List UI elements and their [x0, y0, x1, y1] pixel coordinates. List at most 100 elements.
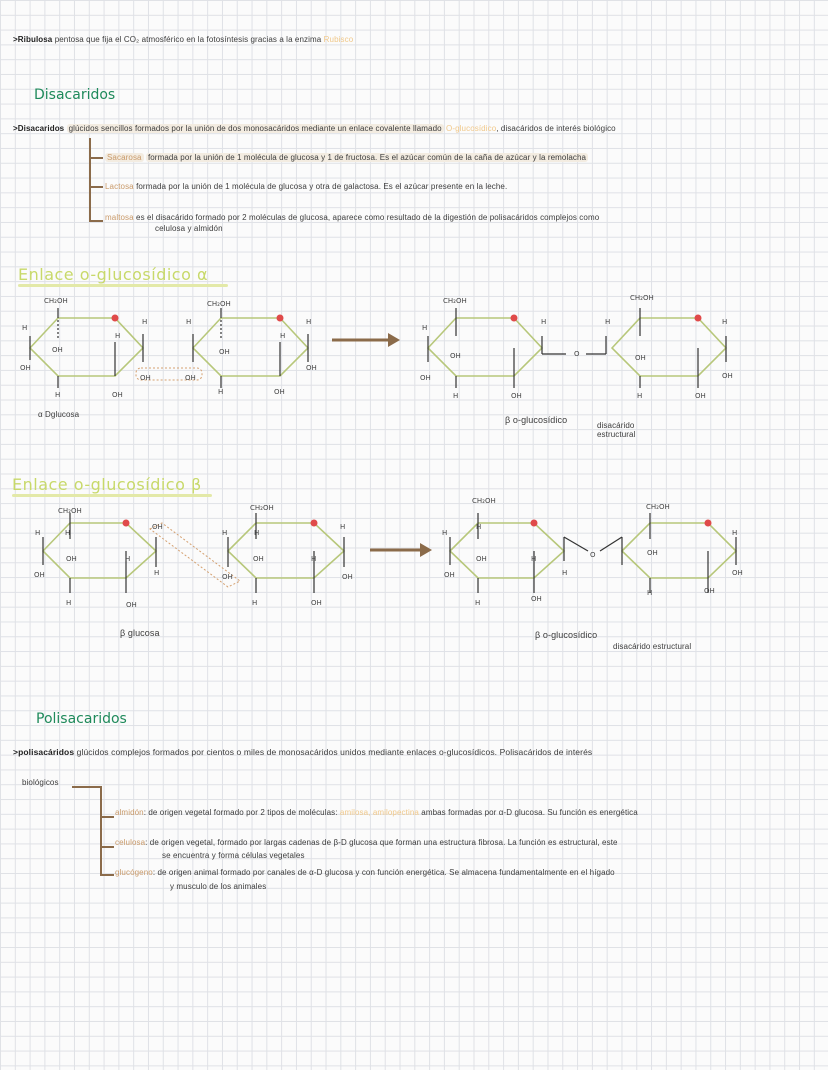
polisacarido-name: celulosa	[115, 838, 146, 847]
disacarido-text: formada por la unión de 1 molécula de gl…	[136, 182, 508, 191]
alpha-ring-2	[191, 317, 310, 377]
svg-text:OH: OH	[66, 555, 77, 563]
svg-text:H: H	[637, 392, 642, 400]
svg-text:H: H	[422, 324, 427, 332]
svg-text:H: H	[562, 569, 567, 577]
svg-text:OH: OH	[444, 571, 455, 579]
alpha-caption-left: α Dglucosa	[38, 410, 80, 419]
polisacarido-item-almidon: almidón: de origen vegetal formado por 2…	[115, 808, 638, 817]
svg-text:CH₂OH: CH₂OH	[250, 504, 274, 512]
polisacaridos-bracket	[100, 786, 102, 876]
polisacaridos-heading: Polisacaridos	[36, 711, 127, 727]
svg-text:OH: OH	[20, 364, 31, 372]
disacarido-text: es el disacárido formado por 2 moléculas…	[136, 213, 600, 222]
svg-text:OH: OH	[635, 354, 646, 362]
disacarido-name: Sacarosa	[105, 153, 144, 162]
disacarido-item-maltosa: maltosa es el disacárido formado por 2 m…	[105, 213, 599, 222]
polisacarido-extra: amilosa, amilopectina	[339, 808, 419, 817]
polisacarido-item-celulosa-cont: se encuentra y forma células vegetales	[162, 851, 305, 860]
svg-text:OH: OH	[274, 388, 285, 396]
svg-text:OH: OH	[722, 372, 733, 380]
svg-text:OH: OH	[647, 549, 658, 557]
disacarido-item-lactosa: Lactosa formada por la unión de 1 molécu…	[105, 182, 507, 191]
polisacaridos-intro-text: glúcidos complejos formados por cientos …	[76, 747, 593, 757]
svg-text:CH₂OH: CH₂OH	[472, 497, 496, 505]
beta-ring-3	[448, 522, 566, 579]
polisacarido-text-end: ambas formadas por α-D glucosa. Su funci…	[421, 808, 638, 817]
svg-text:H: H	[218, 388, 223, 396]
disacaridos-intro-link: O-glucosídico	[446, 124, 497, 133]
svg-text:OH: OH	[152, 523, 163, 531]
svg-text:H: H	[115, 332, 120, 340]
polisacarido-name: glucógeno	[115, 868, 153, 877]
bracket-tick	[89, 186, 103, 188]
svg-text:H: H	[722, 318, 727, 326]
polisacaridos-intro-term: >polisacáridos	[13, 747, 75, 757]
svg-text:OH: OH	[253, 555, 264, 563]
polisacarido-name: almidón	[115, 808, 144, 817]
bracket-tick	[89, 220, 103, 222]
polisacaridos-intro: >polisacáridos glúcidos complejos formad…	[13, 747, 592, 757]
svg-text:OH: OH	[511, 392, 522, 400]
bracket-tick	[100, 816, 114, 818]
alpha-title: Enlace o-glucosídico α	[18, 265, 209, 284]
alpha-ring-3	[426, 317, 544, 377]
alpha-caption-right3: estructural	[597, 430, 636, 439]
alpha-title-underline	[18, 284, 228, 287]
svg-text:H: H	[55, 391, 60, 399]
svg-text:OH: OH	[185, 374, 196, 382]
svg-text:CH₂OH: CH₂OH	[207, 300, 231, 308]
disacarido-text: formada por la unión de 1 molécula de gl…	[145, 153, 589, 162]
bracket-tick	[89, 157, 103, 159]
svg-text:H: H	[531, 555, 536, 563]
disacaridos-intro-term: >Disacaridos	[13, 124, 65, 133]
svg-text:OH: OH	[306, 364, 317, 372]
disacaridos-intro: >Disacaridos glúcidos sencillos formados…	[13, 124, 616, 133]
alpha-ring-1	[28, 317, 145, 377]
svg-text:H: H	[254, 529, 259, 537]
svg-text:H: H	[280, 332, 285, 340]
beta-caption-left: β glucosa	[120, 628, 160, 638]
bracket-tick	[100, 874, 114, 876]
svg-text:CH₂OH: CH₂OH	[58, 507, 82, 515]
svg-text:O: O	[590, 551, 596, 559]
svg-text:CH₂OH: CH₂OH	[44, 297, 68, 305]
polisacarido-text: : de origen vegetal formado por 2 tipos …	[143, 808, 338, 817]
svg-text:H: H	[186, 318, 191, 326]
alpha-ring-4	[610, 317, 728, 377]
svg-text:H: H	[442, 529, 447, 537]
beta-caption-right2: disacárido estructural	[613, 642, 692, 651]
svg-text:H: H	[252, 599, 257, 607]
svg-text:OH: OH	[219, 348, 230, 356]
ribulosa-line: >Ribulosa pentosa que fija el CO₂ atmosf…	[13, 35, 353, 44]
polisacarido-item-glucogeno-cont: y musculo de los animales	[170, 882, 267, 891]
beta-ring-2	[226, 522, 346, 579]
svg-text:OH: OH	[476, 555, 487, 563]
svg-text:OH: OH	[112, 391, 123, 399]
svg-text:H: H	[22, 324, 27, 332]
disacaridos-bracket	[89, 138, 91, 222]
polisacarido-item-celulosa: celulosa: de origen vegetal, formado por…	[115, 838, 618, 847]
polisacaridos-intro-tail: biológicos	[22, 778, 59, 787]
disacarido-name: maltosa	[105, 213, 134, 222]
svg-text:H: H	[647, 589, 652, 597]
svg-text:CH₂OH: CH₂OH	[646, 503, 670, 511]
svg-text:OH: OH	[704, 587, 715, 595]
beta-ring-1	[41, 522, 158, 579]
beta-title: Enlace o-glucosídico β	[12, 475, 202, 494]
svg-text:H: H	[475, 599, 480, 607]
disacaridos-heading: Disacaridos	[34, 87, 116, 103]
svg-text:CH₂OH: CH₂OH	[443, 297, 467, 305]
svg-text:OH: OH	[52, 346, 63, 354]
disacaridos-intro-tail: , disacáridos de interés biológico	[496, 124, 616, 133]
svg-text:OH: OH	[342, 573, 353, 581]
polisacarido-text: : de origen animal formado por canales d…	[152, 868, 615, 877]
svg-text:OH: OH	[531, 595, 542, 603]
alpha-caption-right: β o-glucosídico	[505, 415, 568, 425]
beta-caption-right: β o-glucosídico	[535, 630, 598, 640]
svg-text:OH: OH	[695, 392, 706, 400]
disacaridos-intro-text: glúcidos sencillos formados por la unión…	[66, 124, 444, 133]
svg-text:H: H	[35, 529, 40, 537]
